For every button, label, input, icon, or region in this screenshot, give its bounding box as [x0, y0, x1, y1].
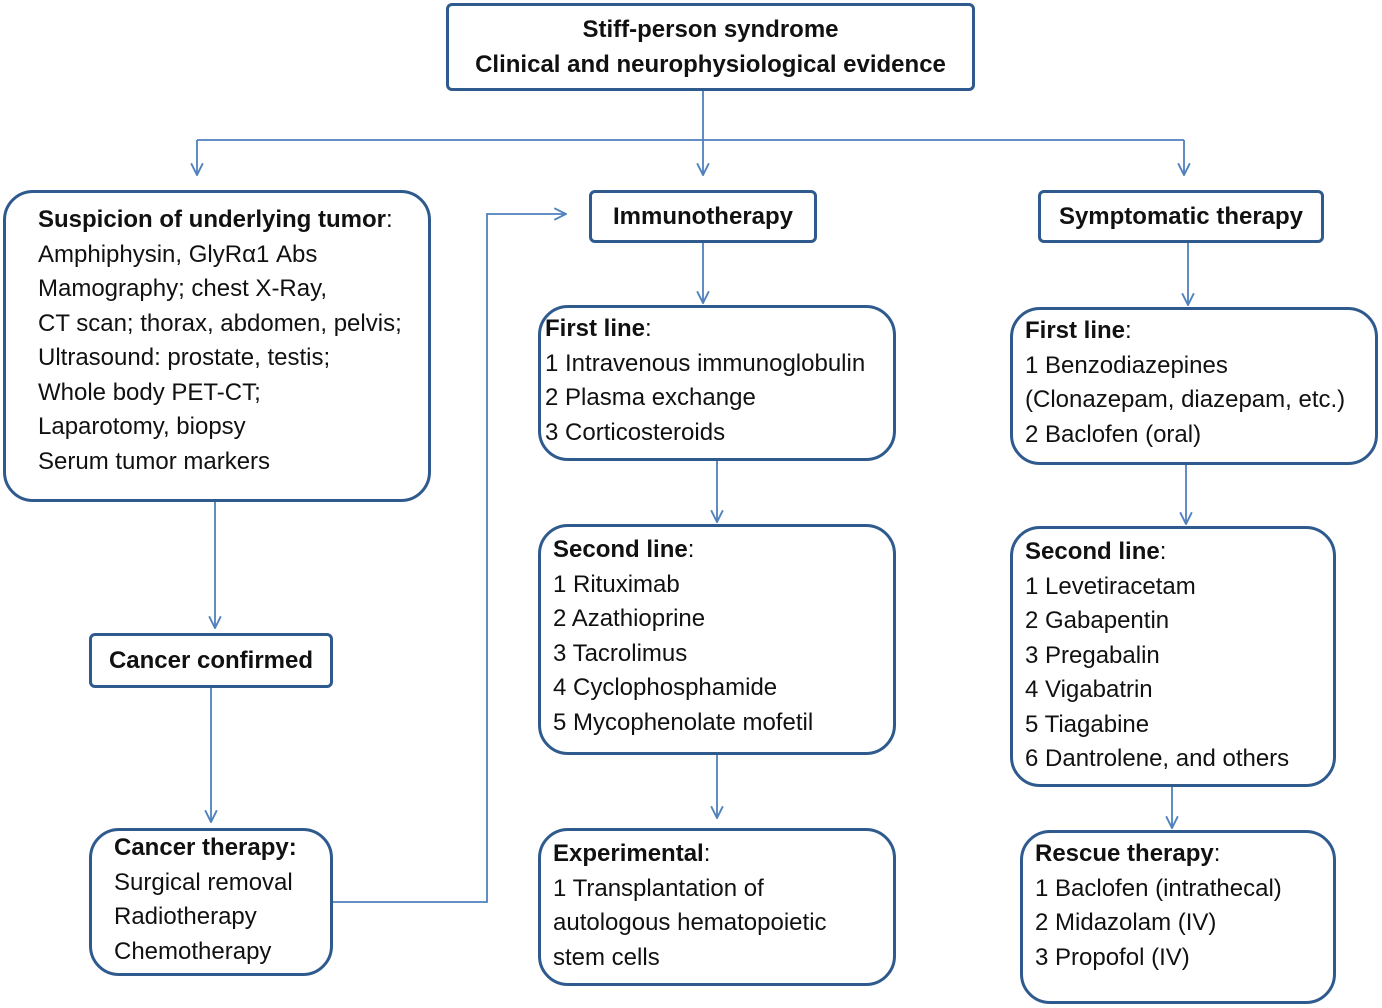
experimental-item: autologous hematopoietic: [553, 909, 827, 936]
symp-first-line-heading: First line: [1025, 317, 1126, 344]
immuno-second-line-item: 4 Cyclophosphamide: [553, 674, 778, 701]
symp-second-line-item: 6 Dantrolene, and others: [1025, 745, 1290, 772]
immuno-experimental-box: Experimental: 1 Transplantation of autol…: [538, 828, 896, 986]
heading-suffix: :: [1159, 538, 1167, 565]
tumor-suspicion-box: Suspicion of underlying tumor: Amphiphys…: [3, 190, 431, 502]
heading-suffix: :: [687, 536, 695, 563]
rescue-item: 3 Propofol (IV): [1035, 943, 1190, 971]
immuno-second-line-box: Second line: 1 Rituximab 2 Azathioprine …: [538, 524, 896, 755]
heading-suffix: :: [1213, 840, 1221, 867]
tumor-heading: Suspicion of underlying tumor: [38, 206, 386, 233]
tumor-item: Serum tumor markers: [38, 447, 271, 475]
tumor-item: Mamography; chest X-Ray,: [38, 275, 327, 302]
symp-second-line-heading: Second line: [1025, 538, 1160, 565]
symptomatic-therapy-label: Symptomatic therapy: [1058, 202, 1304, 230]
top-title-line1: Stiff-person syndrome: [582, 16, 839, 43]
rescue-item: 1 Baclofen (intrathecal): [1035, 874, 1282, 902]
symp-first-line-item: 1 Benzodiazepines: [1025, 351, 1228, 379]
rescue-heading: Rescue therapy: [1035, 840, 1214, 867]
experimental-heading: Experimental: [553, 840, 704, 867]
immuno-first-line-item: 2 Plasma exchange: [545, 384, 756, 411]
symp-second-line-item: 1 Levetiracetam: [1025, 572, 1196, 600]
top-diagnosis-box: Stiff-person syndrome Clinical and neuro…: [446, 3, 975, 91]
symp-first-line-box: First line: 1 Benzodiazepines (Clonazepa…: [1010, 307, 1378, 465]
symp-second-line-item: 4 Vigabatrin: [1025, 676, 1153, 703]
cancer-confirmed-label: Cancer confirmed: [108, 646, 314, 674]
cancer-therapy-item: Radiotherapy: [114, 903, 257, 930]
cancer-confirmed-box: Cancer confirmed: [89, 633, 333, 688]
symp-second-line-item: 2 Gabapentin: [1025, 607, 1170, 634]
symptomatic-therapy-box: Symptomatic therapy: [1038, 190, 1324, 243]
cancer-therapy-heading: Cancer therapy:: [114, 834, 297, 861]
tumor-item: Whole body PET-CT;: [38, 378, 261, 406]
immuno-second-line-item: 3 Tacrolimus: [553, 639, 688, 667]
symp-first-line-item: (Clonazepam, diazepam, etc.): [1025, 386, 1346, 413]
cancer-therapy-item: Surgical removal: [114, 868, 293, 896]
cancer-therapy-item: Chemotherapy: [114, 937, 272, 965]
heading-suffix: :: [645, 315, 652, 342]
symp-second-line-box: Second line: 1 Levetiracetam 2 Gabapenti…: [1010, 526, 1336, 787]
arrow-cancer-therapy-to-immunotherapy: [333, 214, 566, 903]
immuno-second-line-item: 5 Mycophenolate mofetil: [553, 708, 814, 736]
tumor-item: Ultrasound: prostate, testis;: [38, 344, 331, 371]
tumor-item: CT scan; thorax, abdomen, pelvis;: [38, 309, 402, 337]
rescue-item: 2 Midazolam (IV): [1035, 909, 1217, 936]
tumor-heading-suffix: :: [386, 206, 393, 233]
experimental-item: 1 Transplantation of: [553, 874, 764, 902]
immunotherapy-label: Immunotherapy: [612, 202, 794, 230]
immuno-second-line-heading: Second line: [553, 536, 688, 563]
heading-suffix: :: [703, 840, 711, 867]
symp-second-line-item: 5 Tiagabine: [1025, 710, 1150, 738]
heading-suffix: :: [1125, 317, 1132, 344]
immunotherapy-box: Immunotherapy: [589, 190, 817, 243]
immuno-first-line-item: 3 Corticosteroids: [545, 418, 726, 446]
symp-rescue-box: Rescue therapy: 1 Baclofen (intrathecal)…: [1020, 830, 1336, 1004]
top-title-line2: Clinical and neurophysiological evidence: [475, 51, 946, 78]
immuno-second-line-item: 2 Azathioprine: [553, 605, 706, 632]
cancer-therapy-box: Cancer therapy: Surgical removal Radioth…: [89, 828, 333, 976]
experimental-item: stem cells: [553, 943, 660, 971]
immuno-first-line-item: 1 Intravenous immunoglobulin: [545, 349, 866, 377]
immuno-first-line-heading: First line: [545, 315, 646, 342]
symp-second-line-item: 3 Pregabalin: [1025, 641, 1160, 669]
immuno-first-line-box: First line: 1 Intravenous immunoglobulin…: [538, 305, 896, 461]
symp-first-line-item: 2 Baclofen (oral): [1025, 420, 1202, 448]
tumor-item: Laparotomy, biopsy: [38, 413, 246, 440]
tumor-item: Amphiphysin, GlyRα1 Abs: [38, 240, 318, 268]
immuno-second-line-item: 1 Rituximab: [553, 570, 680, 598]
